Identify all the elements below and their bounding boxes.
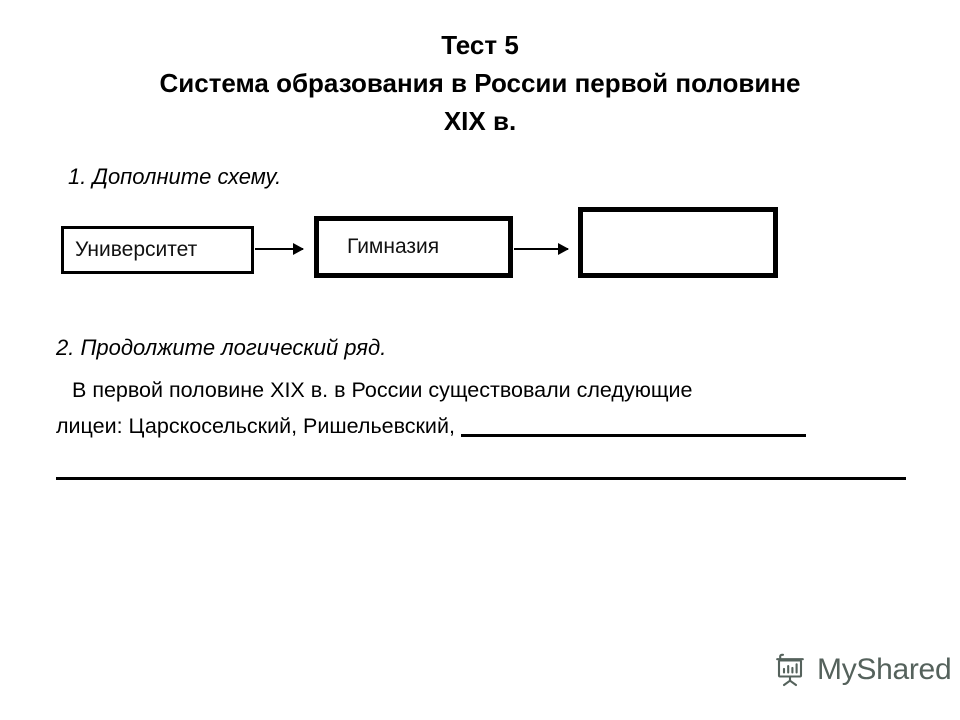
title-line-1: Тест 5	[441, 30, 519, 60]
task2-answer-blank-full[interactable]	[56, 477, 906, 480]
myshared-watermark-text: MyShared	[817, 653, 952, 686]
task2-answer-blank-inline[interactable]	[460, 434, 806, 437]
diagram-node-blank[interactable]	[578, 207, 778, 278]
diagram-node-university-label: Университет	[75, 238, 198, 261]
myshared-watermark: MyShared	[772, 652, 952, 688]
diagram-node-gymnasium[interactable]: Гимназия	[314, 216, 513, 278]
task2-prompt: 2. Продолжите логический ряд.	[56, 335, 387, 360]
diagram-node-gymnasium-label: Гимназия	[347, 235, 440, 258]
task1-prompt: 1. Дополните схему.	[68, 164, 282, 189]
title-line-3: XIX в.	[443, 106, 517, 136]
task2-body: В первой половине XIX в. в России сущест…	[56, 372, 926, 444]
task2-line-2-prefix: лицеи: Царскосельский, Ришельевский,	[56, 414, 455, 438]
arrow-right-icon-1	[255, 243, 304, 255]
title-line-2: Система образования в России первой поло…	[159, 68, 801, 98]
page-title: Тест 5 Система образования в России перв…	[0, 26, 960, 140]
diagram-node-university[interactable]: Университет	[61, 226, 254, 274]
arrow-right-icon-2	[514, 243, 569, 255]
flipchart-chart-icon	[772, 652, 808, 688]
task2-line-2: лицеи: Царскосельский, Ришельевский,	[56, 408, 926, 444]
task2-line-1: В первой половине XIX в. в России сущест…	[72, 378, 693, 402]
